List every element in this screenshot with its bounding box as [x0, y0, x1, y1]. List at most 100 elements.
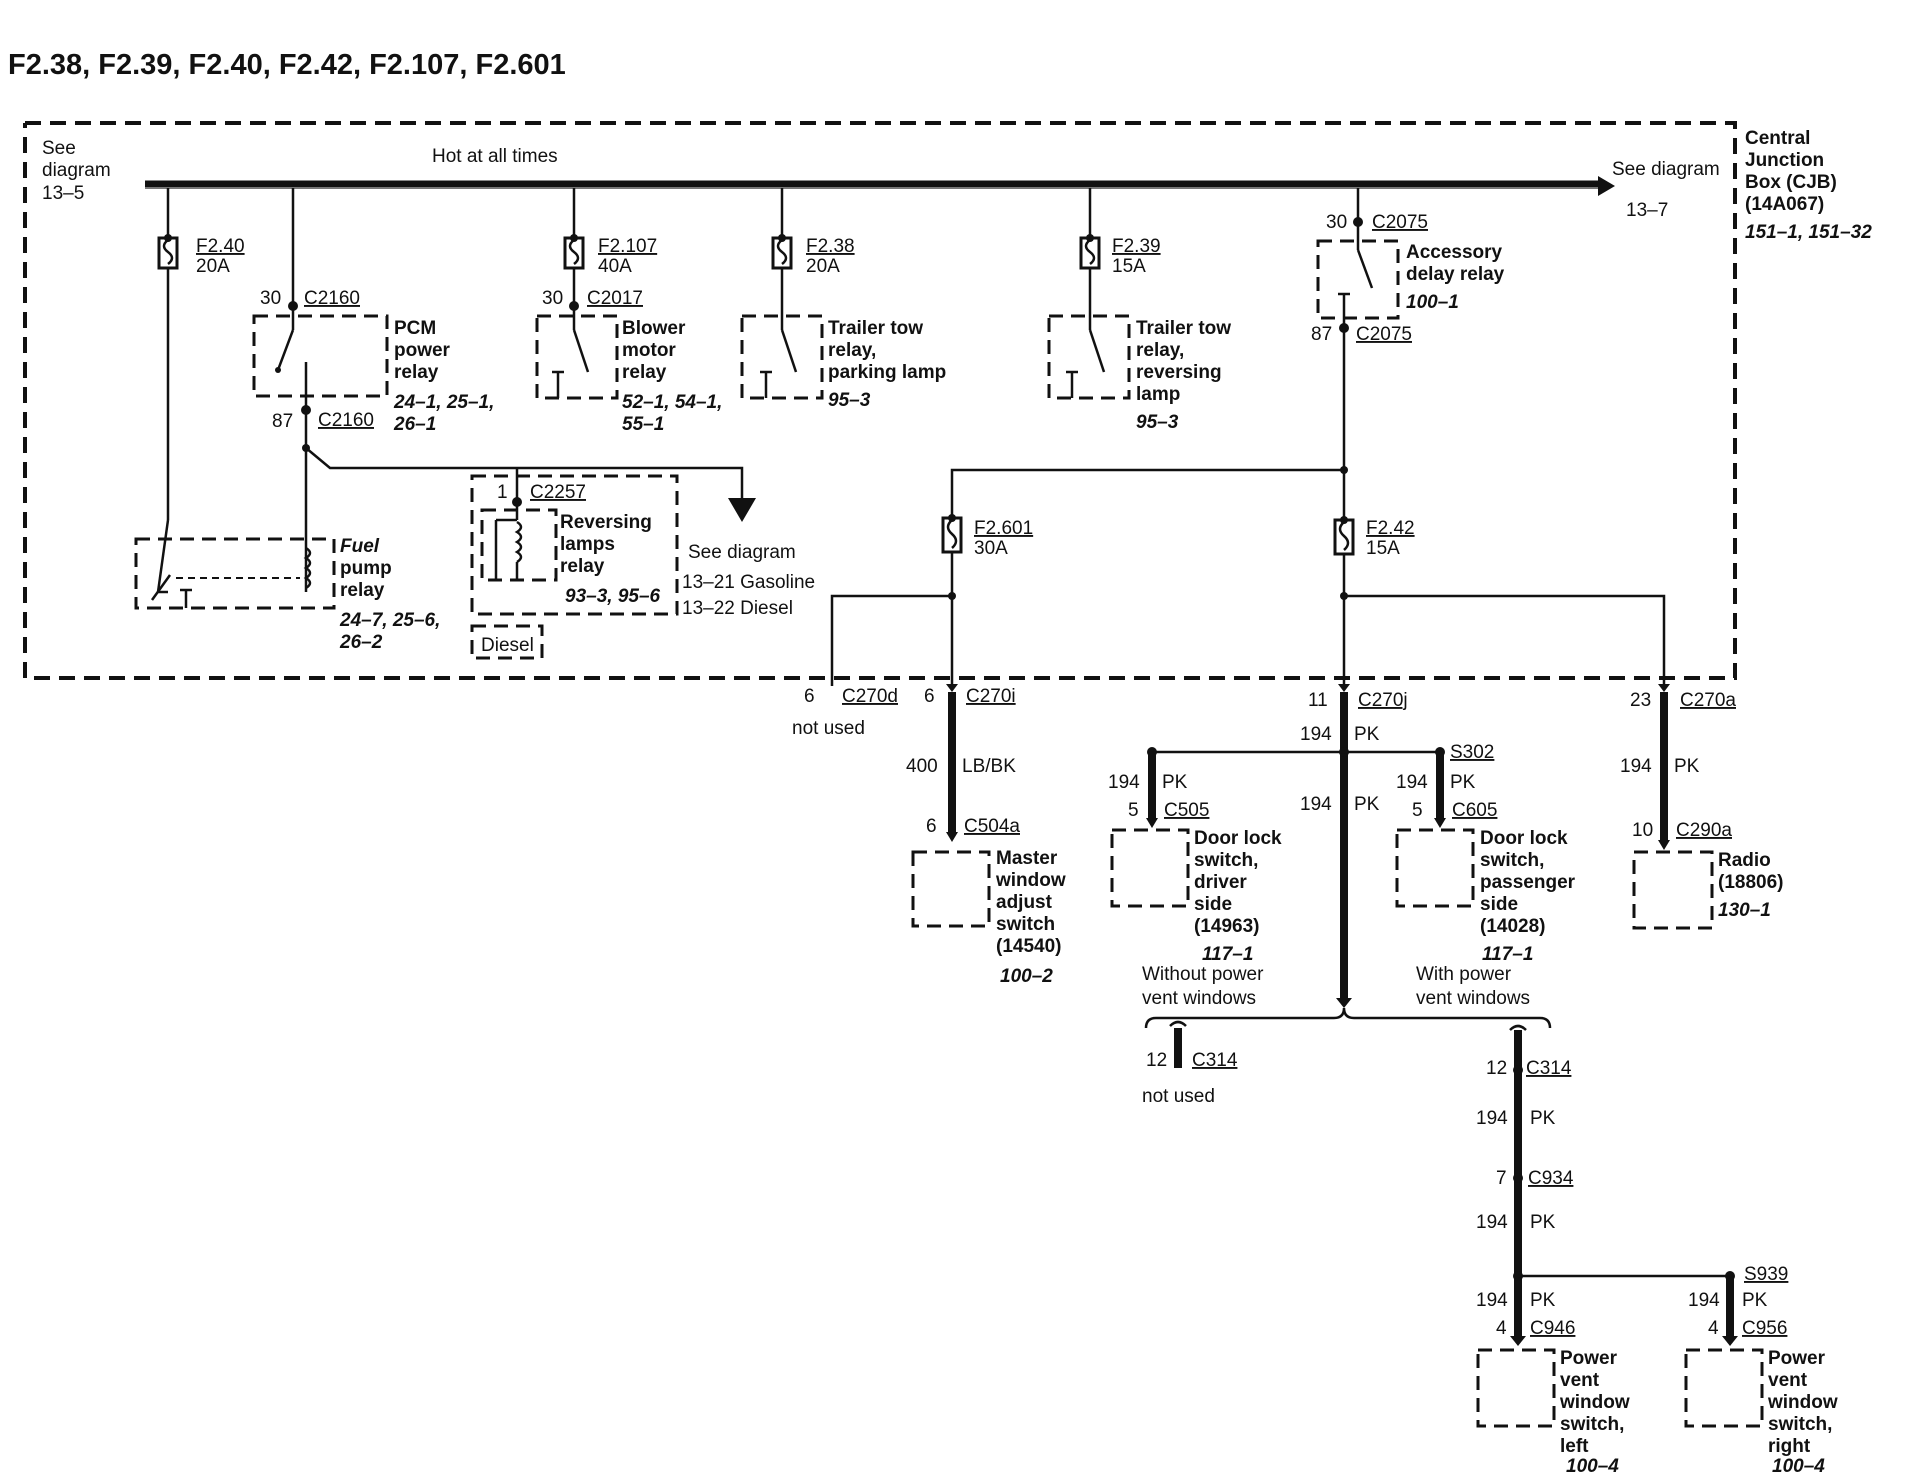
wire-pk-c934-num: 194: [1476, 1212, 1508, 1233]
svg-text:right: right: [1768, 1436, 1811, 1457]
svg-text:relay: relay: [394, 362, 439, 383]
c270j-pin: 11: [1308, 690, 1328, 711]
wire-pk-c505-color: PK: [1162, 772, 1188, 793]
svg-text:Box (CJB): Box (CJB): [1745, 172, 1837, 193]
c314-not-used: not used: [1142, 1086, 1215, 1107]
c270a-id: C270a: [1680, 690, 1736, 711]
cjb-label: Central Junction Box (CJB) (14A067) 151–…: [1745, 128, 1872, 243]
svg-text:Without power: Without power: [1142, 964, 1264, 985]
svg-text:switch,: switch,: [1194, 850, 1258, 871]
c270j-id: C270j: [1358, 690, 1408, 711]
svg-text:parking lamp: parking lamp: [828, 362, 946, 383]
c605-pin: 5: [1412, 800, 1423, 821]
radio-label: Radio (18806) 130–1: [1718, 850, 1784, 921]
acc-conn-c2075-in: C2075: [1372, 212, 1428, 233]
svg-text:100–1: 100–1: [1406, 292, 1459, 313]
trailer-tow-parking-relay: [740, 268, 824, 400]
blower-pin-30: 30: [542, 288, 563, 309]
fuse-f2-107-rating: 40A: [598, 256, 632, 277]
trailer-tow-reversing-relay: [1047, 268, 1131, 400]
c934-pin: 7: [1496, 1168, 1507, 1189]
blower-motor-relay: [535, 306, 619, 400]
cjb-boundary: [23, 121, 1737, 680]
wire-pk-radio-num: 194: [1620, 756, 1652, 777]
svg-text:relay: relay: [622, 362, 667, 383]
svg-text:Power: Power: [1768, 1348, 1826, 1369]
svg-text:Door lock: Door lock: [1480, 828, 1568, 849]
svg-text:switch,: switch,: [1768, 1414, 1832, 1435]
svg-text:Accessory: Accessory: [1406, 242, 1503, 263]
svg-text:driver: driver: [1194, 872, 1247, 893]
c956-pin: 4: [1708, 1318, 1719, 1339]
svg-text:vent windows: vent windows: [1142, 988, 1256, 1009]
rev-pin-1: 1: [497, 482, 508, 503]
coil-icon: [303, 546, 312, 590]
svg-text:See diagram: See diagram: [688, 542, 796, 563]
wire-400-num: 400: [906, 756, 938, 777]
pcm-relay-label: PCM power relay 24–1, 25–1, 26–1: [393, 318, 494, 435]
svg-text:power: power: [394, 340, 451, 361]
door-lock-passenger-switch: [1395, 828, 1475, 908]
fuse-f2-42: [1333, 518, 1355, 556]
wire-pk-top-color: PK: [1354, 724, 1380, 745]
svg-text:switch,: switch,: [1560, 1414, 1624, 1435]
see-diagram-arrow-icon: [728, 498, 756, 522]
wire-pk-c946-num: 194: [1476, 1290, 1508, 1311]
fuse-icon: [946, 519, 958, 549]
vent-window-left-switch: [1476, 1348, 1556, 1428]
svg-text:(14028): (14028): [1480, 916, 1546, 937]
svg-text:(14963): (14963): [1194, 916, 1260, 937]
svg-text:lamp: lamp: [1136, 384, 1180, 405]
svg-text:Blower: Blower: [622, 318, 686, 339]
svg-text:Trailer tow: Trailer tow: [828, 318, 923, 339]
radio-box: [1632, 850, 1714, 930]
acc-pin-30: 30: [1326, 212, 1347, 233]
wire-pk-c605-num: 194: [1396, 772, 1428, 793]
wire-400-color: LB/BK: [962, 756, 1016, 777]
svg-text:13–21 Gasoline: 13–21 Gasoline: [682, 572, 815, 593]
fuse-f2-42-id: F2.42: [1366, 518, 1415, 539]
svg-text:117–1: 117–1: [1482, 944, 1533, 965]
vent-window-right-switch: [1684, 1348, 1764, 1428]
svg-text:130–1: 130–1: [1718, 900, 1771, 921]
fuse-icon: [1084, 239, 1096, 265]
rev-conn-c2257: C2257: [530, 482, 586, 503]
hot-at-all-times-label: Hot at all times: [432, 146, 558, 167]
svg-text:PCM: PCM: [394, 318, 436, 339]
door-lock-driver-switch: [1110, 828, 1190, 908]
svg-text:pump: pump: [340, 558, 392, 579]
c270i-id: C270i: [966, 686, 1016, 707]
svg-text:55–1: 55–1: [622, 414, 664, 435]
svg-text:passenger: passenger: [1480, 872, 1576, 893]
pcm-pin-87: 87: [272, 411, 293, 432]
c270d-not-used: not used: [792, 718, 865, 739]
svg-text:24–7, 25–6,: 24–7, 25–6,: [339, 610, 440, 631]
svg-text:Reversing: Reversing: [560, 512, 652, 533]
wire-pk-radio-color: PK: [1674, 756, 1700, 777]
fuse-icon: [776, 239, 788, 265]
wire-pk-top-num: 194: [1300, 724, 1332, 745]
c314-unused-id: C314: [1192, 1050, 1238, 1071]
fuse-f2-38-rating: 20A: [806, 256, 840, 277]
svg-text:window: window: [995, 870, 1066, 891]
vent-window-right-label: Power vent window switch, right 100–4: [1767, 1348, 1838, 1472]
wire-pk-c314-color: PK: [1530, 1108, 1556, 1129]
c946-id: C946: [1530, 1318, 1575, 1339]
svg-text:relay: relay: [560, 556, 605, 577]
svg-text:window: window: [1559, 1392, 1630, 1413]
reversing-relay-label: Reversing lamps relay 93–3, 95–6: [560, 512, 661, 607]
master-window-label: Master window adjust switch (14540) 100–…: [995, 848, 1066, 987]
svg-text:95–3: 95–3: [828, 390, 871, 411]
fuse-f2-38: [771, 236, 793, 270]
c314-unused-pin: 12: [1146, 1050, 1167, 1071]
wire-pk-c934-color: PK: [1530, 1212, 1556, 1233]
fuel-pump-relay: [134, 537, 336, 610]
fuel-pump-relay-label: Fuel pump relay 24–7, 25–6, 26–2: [339, 536, 440, 653]
svg-text:26–1: 26–1: [393, 414, 436, 435]
wire-pk-mid-num: 194: [1300, 794, 1332, 815]
svg-text:vent: vent: [1768, 1370, 1808, 1391]
svg-text:switch,: switch,: [1480, 850, 1544, 871]
svg-text:95–3: 95–3: [1136, 412, 1179, 433]
fuse-f2-601-id: F2.601: [974, 518, 1033, 539]
